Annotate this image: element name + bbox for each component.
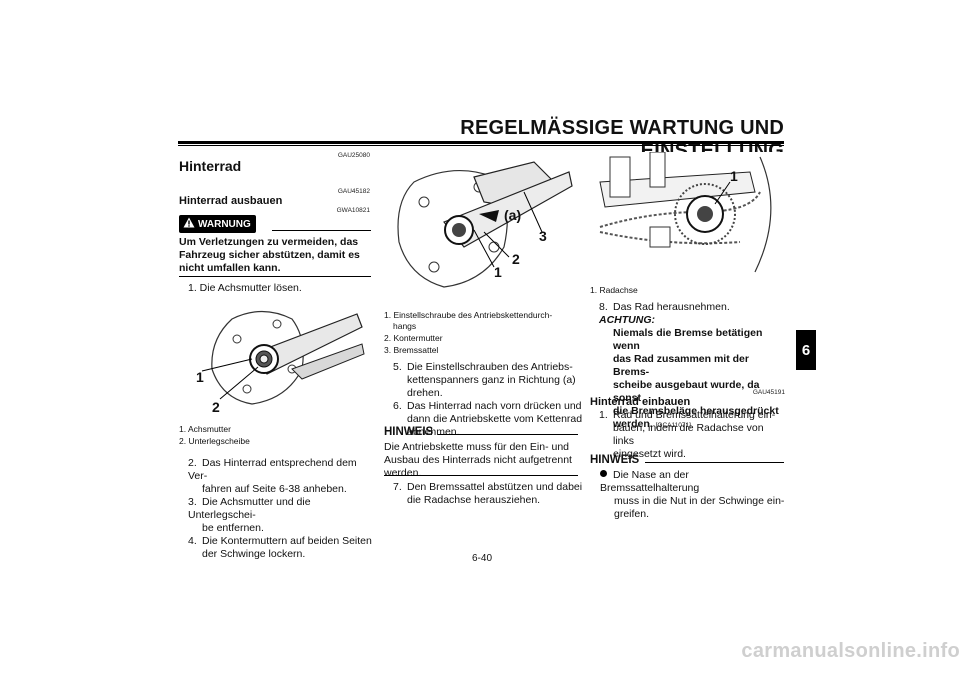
figure-caption: 2. Unterlegscheibe	[179, 436, 250, 446]
warning-text: Um Verletzungen zu vermeiden, das Fahrze…	[179, 236, 360, 274]
reference-code: GAU45182	[337, 188, 370, 195]
step-text: 1. Die Achsmutter lösen.	[188, 282, 302, 294]
list-item: drehen.	[407, 387, 443, 399]
step-list: 2.Das Hinterrad entsprechend dem Ver- fa…	[188, 457, 378, 561]
page-number: 6-40	[471, 553, 492, 564]
subsection-title: Hinterrad einbauen	[590, 396, 691, 408]
list-item: abnehmen.	[407, 426, 460, 438]
step-list: 7.Den Bremssattel abstützen und dabei di…	[393, 481, 583, 507]
hinweis-end-rule	[384, 475, 578, 476]
bullet-icon	[600, 470, 607, 477]
figure-caption: hangs	[393, 321, 417, 331]
step-list: 1.Rad und Bremssattelhalterung ein- baue…	[599, 409, 785, 461]
list-item: 1.Rad und Bremssattelhalterung ein-	[599, 409, 776, 421]
wheel-axle-figure: 1	[590, 151, 784, 277]
figure-label: (a)	[504, 207, 522, 223]
figure-caption: 1. Radachse	[590, 285, 638, 295]
figure-caption: 1. Achsmutter	[179, 424, 231, 434]
axle-nut-figure: 1 2	[192, 299, 370, 419]
figure-caption: 3. Bremssattel	[384, 345, 439, 355]
hinweis-rule	[645, 462, 784, 463]
watermark: carmanualsonline.info	[741, 640, 960, 662]
figure-label: 1	[494, 264, 502, 280]
list-item: eingesetzt wird.	[613, 448, 686, 460]
chapter-tab[interactable]: 6	[796, 330, 816, 370]
header-rule	[178, 141, 784, 144]
figure-label: 3	[539, 228, 547, 244]
figure-label: 2	[512, 251, 520, 267]
header-rule-thin	[178, 145, 784, 146]
warning-triangle-icon	[183, 217, 195, 231]
list-item: 6.Das Hinterrad nach vorn drücken und	[393, 400, 582, 412]
list-item: die Radachse herausziehen.	[407, 494, 541, 506]
hinweis-rule	[438, 434, 578, 435]
warning-label: WARNUNG	[198, 218, 251, 230]
step-list: 5.Die Einstellschrauben des Antriebs- ke…	[393, 361, 583, 439]
list-item: muss in die Nut in der Schwinge ein-	[614, 495, 785, 507]
hinweis-label: HINWEIS	[590, 454, 640, 466]
reference-code: GAU45191	[752, 389, 785, 396]
hinweis-label: HINWEIS	[384, 426, 434, 438]
list-item: 3.Die Achsmutter und die Unterlegschei-	[188, 496, 311, 521]
list-item: der Schwinge lockern.	[202, 548, 306, 560]
warning-badge: WARNUNG	[179, 215, 256, 233]
list-item: bauen, indem die Radachse von links	[613, 422, 764, 447]
warning-end-rule	[179, 276, 371, 277]
bullet-list: Die Nase an der Bremssattelhalterung mus…	[600, 469, 786, 521]
hinweis-text: Die Antriebskette muss für den Ein- und …	[384, 441, 572, 479]
list-item: 5.Die Einstellschrauben des Antriebs-	[393, 361, 573, 373]
section-title: Hinterrad	[179, 158, 242, 174]
list-item: 7.Den Bremssattel abstützen und dabei	[393, 481, 583, 493]
list-item: 2.Das Hinterrad entsprechend dem Ver-	[188, 457, 357, 482]
list-item: dann die Antriebskette vom Kettenrad	[407, 413, 583, 425]
figure-caption: 1. Einstellschraube des Antriebskettendu…	[384, 310, 553, 320]
warning-rule	[272, 230, 371, 231]
subsection-title: Hinterrad ausbauen	[179, 195, 283, 207]
chain-adjuster-figure: (a) 3 2 1	[384, 152, 574, 302]
list-item: 4.Die Kontermuttern auf beiden Seiten	[188, 535, 372, 547]
list-item: Die Nase an der Bremssattelhalterung	[600, 469, 700, 494]
figure-label: 1	[730, 168, 738, 184]
figure-caption: 2. Kontermutter	[384, 333, 443, 343]
list-item: fahren auf Seite 6-38 anheben.	[202, 483, 347, 495]
list-item: greifen.	[614, 508, 650, 520]
step-8: 8.Das Rad herausnehmen. ACHTUNG: Niemals…	[599, 301, 779, 430]
reference-code: GWA10821	[336, 207, 370, 214]
warning-header: WARNUNG	[179, 215, 256, 233]
figure-label: 1	[196, 369, 204, 385]
figure-label: 2	[212, 399, 220, 415]
list-item: be entfernen.	[202, 522, 264, 534]
list-item: kettenspanners ganz in Richtung (a)	[407, 374, 576, 386]
reference-code: GAU25080	[337, 152, 370, 159]
